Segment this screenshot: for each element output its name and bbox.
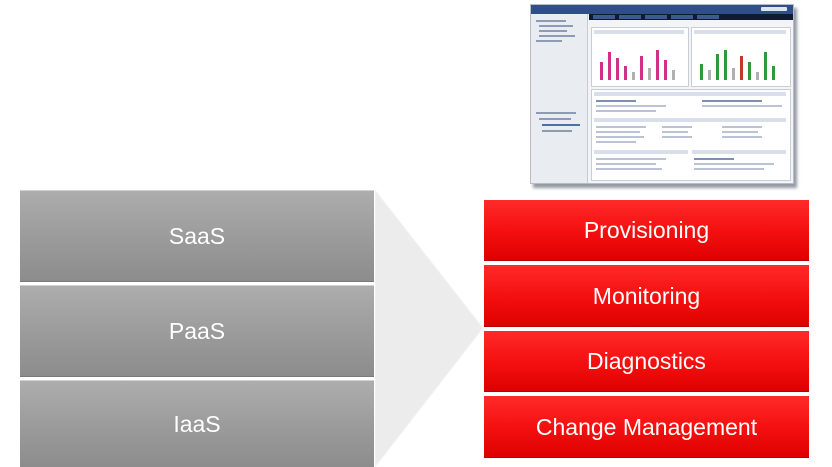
screenshot-tabs <box>589 14 793 20</box>
layer-paas-label: PaaS <box>168 318 226 344</box>
screenshot-titlebar <box>531 5 793 14</box>
dashboard-screenshot-image <box>530 4 794 184</box>
screenshot-chart-right <box>691 27 791 87</box>
capability-monitoring: Monitoring <box>484 265 809 327</box>
screenshot-sidebar <box>531 14 588 183</box>
capability-change-management: Change Management <box>484 396 809 458</box>
capability-diagnostics: Diagnostics <box>484 331 809 392</box>
screenshot-chart-left <box>591 27 689 87</box>
layer-iaas: IaaS <box>20 380 374 467</box>
layer-paas: PaaS <box>20 285 374 377</box>
chevron-arrow-icon <box>375 190 484 467</box>
capability-change-management-label: Change Management <box>535 413 758 440</box>
capability-provisioning: Provisioning <box>484 200 809 261</box>
layer-saas: SaaS <box>20 190 374 282</box>
capability-provisioning-label: Provisioning <box>583 217 710 243</box>
layer-iaas-label: IaaS <box>173 411 221 437</box>
capability-diagnostics-label: Diagnostics <box>587 348 706 374</box>
screenshot-table <box>591 89 791 181</box>
capability-monitoring-label: Monitoring <box>592 282 701 309</box>
layer-saas-label: SaaS <box>168 223 226 249</box>
